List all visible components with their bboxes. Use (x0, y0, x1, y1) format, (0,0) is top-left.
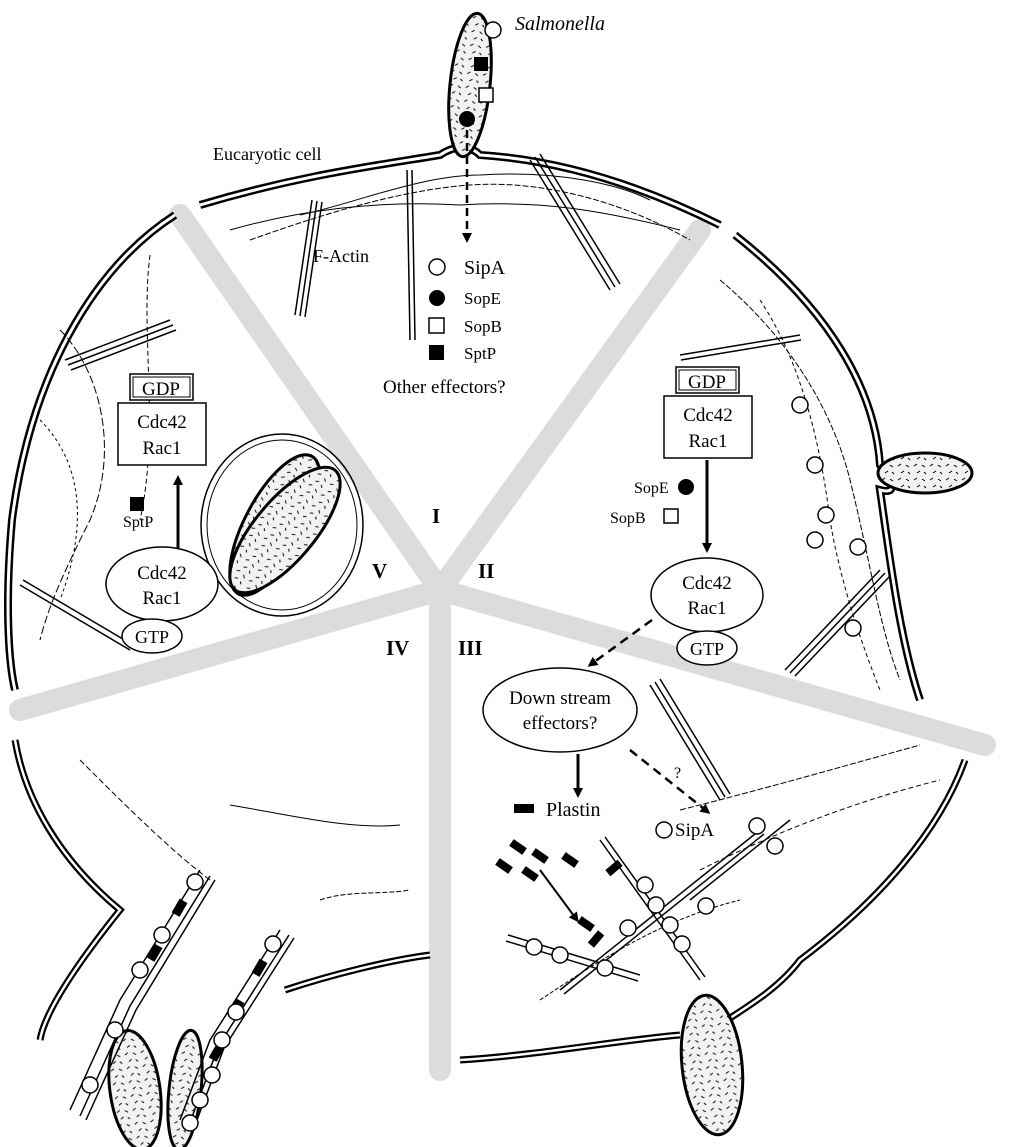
svg-text:Rac1: Rac1 (142, 438, 181, 459)
sope-activator-icon (678, 479, 694, 495)
salmonella-bacteria (102, 11, 972, 1147)
stage-label: II (478, 559, 494, 583)
sopb-symbol (479, 88, 493, 102)
legend-label: SptP (464, 344, 496, 363)
svg-text:Cdc42: Cdc42 (682, 573, 732, 594)
legend-question: Other effectors? (383, 377, 506, 398)
actin-label: F-Actin (313, 246, 369, 266)
svg-text:Down stream: Down stream (509, 688, 611, 709)
plastin-icon (514, 804, 534, 813)
legend-label: SopB (464, 317, 502, 336)
cell-label: Eucaryotic cell (213, 144, 321, 164)
legend-open-square-icon (429, 318, 444, 333)
legend-open-circle-icon (429, 259, 445, 275)
legend-label: SipA (464, 257, 506, 279)
svg-text:GTP: GTP (690, 639, 724, 659)
svg-text:Cdc42: Cdc42 (137, 563, 187, 584)
stage-label: I (432, 504, 440, 528)
sope-symbol (459, 111, 475, 127)
stage-label: V (372, 559, 387, 583)
svg-text:GDP: GDP (142, 379, 180, 400)
cdc42-rac1-gtp-ellipse (106, 547, 218, 621)
svg-text:SptP: SptP (123, 514, 153, 531)
svg-text:effectors?: effectors? (523, 713, 598, 734)
legend-filled-circle-icon (429, 290, 445, 306)
sipa-actin-bundles (506, 818, 790, 994)
sptp-symbol (474, 57, 488, 71)
sopb-activator-icon (664, 509, 678, 523)
legend-label: SopE (464, 289, 501, 308)
sipa-icon (656, 822, 672, 838)
sipa-ruffle-decoration (792, 397, 866, 636)
sipa-symbol (485, 22, 501, 38)
effector-legend: SipA SopE SopB SptP Other effectors? (383, 257, 506, 398)
bundling-arrow (540, 870, 577, 920)
sipa-uncertain-arrow (630, 750, 708, 812)
svg-text:SopE: SopE (634, 480, 669, 497)
stage-ii-pathway: GDP Cdc42 Rac1 SopE SopB Cdc42 Rac1 GTP (610, 367, 763, 665)
downstream-effectors-ellipse (483, 668, 637, 752)
svg-text:Rac1: Rac1 (687, 598, 726, 619)
stage-label: IV (386, 636, 409, 660)
svg-text:Cdc42: Cdc42 (137, 412, 187, 433)
svg-text:GTP: GTP (135, 627, 169, 647)
svg-text:Plastin: Plastin (546, 799, 600, 821)
sptp-inhibitor-icon (130, 497, 144, 511)
svg-text:SopB: SopB (610, 510, 646, 527)
cdc42-rac1-gtp-ellipse (651, 558, 763, 632)
plastin-bars (495, 839, 623, 948)
stage-label: III (458, 636, 483, 660)
svg-text:SipA: SipA (675, 820, 714, 841)
question-mark: ? (674, 765, 681, 782)
svg-text:Rac1: Rac1 (688, 431, 727, 452)
organism-label: Salmonella (515, 13, 605, 35)
svg-text:GDP: GDP (688, 372, 726, 393)
svg-text:Rac1: Rac1 (142, 588, 181, 609)
legend-filled-square-icon (429, 345, 444, 360)
svg-text:Cdc42: Cdc42 (683, 405, 733, 426)
bacterium-ruffle-right (878, 453, 972, 493)
